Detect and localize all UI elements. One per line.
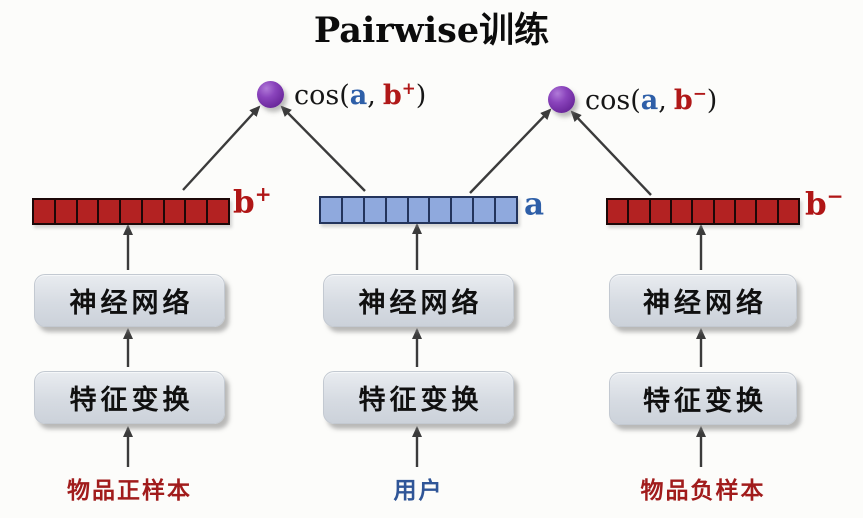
vector-label-b-minus: b− xyxy=(805,184,844,222)
vector-label-b-plus: b+ xyxy=(233,182,272,220)
vector-cell xyxy=(321,198,341,222)
vector-label-a: a xyxy=(524,184,544,222)
vector-cell xyxy=(362,198,385,222)
vector-cell xyxy=(627,200,648,223)
vector-cell xyxy=(162,200,185,223)
vector-cell xyxy=(184,200,206,223)
arrow-a-to-cos-negative xyxy=(469,108,552,194)
diagram-title: Pairwise训练 xyxy=(313,10,550,51)
nn-box-negative: 神经网络 xyxy=(609,274,797,327)
comma: , xyxy=(658,85,667,116)
vector-cell xyxy=(712,200,734,223)
item-arg-sup: − xyxy=(692,83,707,103)
nn-box-positive: 神经网络 xyxy=(34,274,225,327)
cosine-label-negative: cos(a,b−) xyxy=(585,83,717,116)
user-arg: a xyxy=(640,85,659,116)
vector-b-minus xyxy=(606,198,800,225)
cosine-node-positive: cos(a,b+) xyxy=(257,78,426,111)
vector-cell xyxy=(776,200,798,223)
vector-cell xyxy=(384,198,407,222)
vector-cell xyxy=(733,200,755,223)
vector-cell xyxy=(406,198,429,222)
vector-cell xyxy=(34,200,54,223)
vector-letter: a xyxy=(524,186,545,223)
item-arg: b xyxy=(673,85,693,116)
vector-letter: b xyxy=(233,184,255,221)
vector-cell xyxy=(340,198,363,222)
vector-cell xyxy=(755,200,776,223)
vector-cell xyxy=(494,198,516,222)
vector-cell xyxy=(140,200,163,223)
input-label-negative-item: 物品负样本 xyxy=(640,477,766,504)
vector-cell xyxy=(75,200,98,223)
vector-cell xyxy=(119,200,141,223)
vector-a xyxy=(319,196,518,224)
user-arg: a xyxy=(349,80,368,111)
vector-cell xyxy=(206,200,228,223)
arrow-a-to-cos-positive xyxy=(280,105,366,192)
cosine-node-negative: cos(a,b−) xyxy=(548,83,717,116)
ft-box-user: 特征变换 xyxy=(323,371,514,424)
vector-cell xyxy=(691,200,712,223)
ft-box-negative: 特征变换 xyxy=(609,372,797,425)
close-paren: ) xyxy=(415,80,427,111)
vector-cell xyxy=(608,200,627,223)
comma: , xyxy=(367,80,376,111)
vector-sup: − xyxy=(826,184,844,208)
close-paren: ) xyxy=(706,85,718,116)
nn-box-user: 神经网络 xyxy=(323,274,514,327)
item-arg-sup: + xyxy=(401,78,416,98)
vector-cell xyxy=(97,200,119,223)
vector-b-plus xyxy=(32,198,230,225)
item-arg: b xyxy=(382,80,402,111)
vector-cell xyxy=(450,198,472,222)
vector-cell xyxy=(472,198,494,222)
vector-cell xyxy=(648,200,670,223)
input-label-user: 用户 xyxy=(393,477,444,504)
vector-cell xyxy=(669,200,691,223)
arrow-bminus-to-cos-negative xyxy=(570,110,652,196)
cosine-label-positive: cos(a,b+) xyxy=(294,78,426,111)
cos-func: cos( xyxy=(294,80,350,111)
ft-box-positive: 特征变换 xyxy=(34,371,225,424)
similarity-dot-icon xyxy=(548,86,575,113)
arrow-bplus-to-cos-positive xyxy=(182,105,261,191)
input-label-positive-item: 物品正样本 xyxy=(67,477,192,504)
cos-func: cos( xyxy=(585,85,641,116)
vector-sup: + xyxy=(254,182,272,206)
vector-cell xyxy=(428,198,450,222)
vector-cell xyxy=(53,200,76,223)
vector-letter: b xyxy=(805,186,827,223)
similarity-dot-icon xyxy=(257,81,284,108)
